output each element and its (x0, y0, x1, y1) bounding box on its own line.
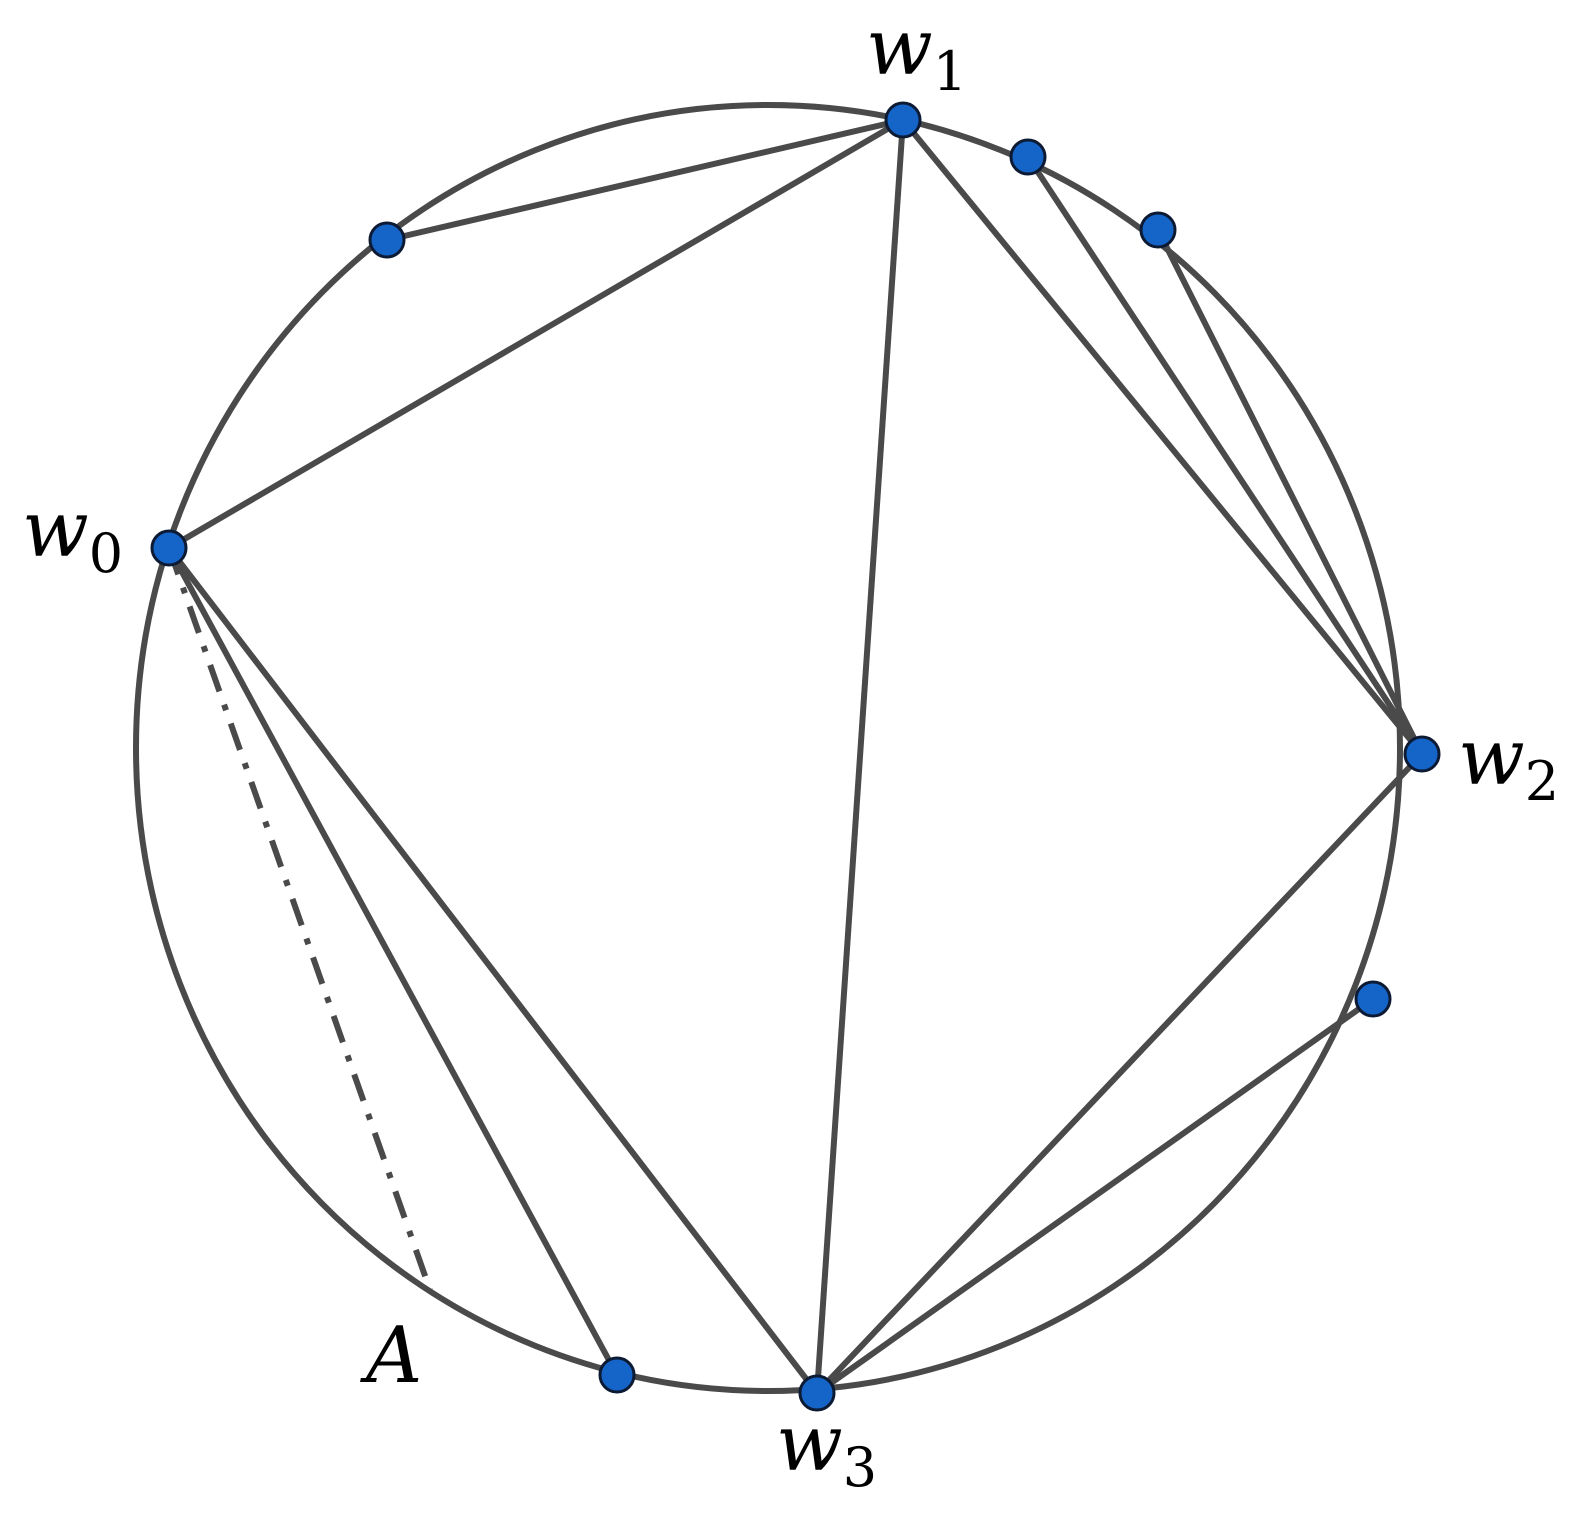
outer-circle (133, 102, 1403, 1394)
label-w1: w1 (866, 3, 967, 103)
label-A: A (360, 1311, 422, 1401)
vertex-w2 (1403, 735, 1441, 773)
vertex-upper-right-2 (1139, 211, 1177, 249)
chord-w0-w1 (166, 117, 906, 551)
label-w0-base: w (22, 485, 89, 575)
vertex-w3 (798, 1374, 836, 1412)
labels: w0 w1 w2 w3 A (22, 3, 1559, 1499)
chord-v4-w3 (814, 996, 1376, 1396)
label-w0-sub: 0 (89, 522, 123, 585)
chord-v2-w2 (1025, 154, 1425, 757)
vertex-upper-right-1 (1009, 138, 1047, 176)
label-w1-base: w (866, 3, 933, 93)
vertices (150, 101, 1441, 1412)
chord-w0-A-dashdot (166, 547, 433, 1291)
chord-w0-v5 (166, 545, 620, 1378)
chord-w1-w3 (814, 117, 906, 1396)
vertex-lower-right (1354, 980, 1392, 1018)
chords (166, 117, 1425, 1396)
chord-v3-w2 (1155, 227, 1425, 757)
label-w3-sub: 3 (843, 1436, 877, 1499)
label-w3-base: w (776, 1399, 843, 1489)
label-w0: w0 (22, 485, 123, 585)
vertex-upper-left (368, 221, 406, 259)
vertex-lower-left (598, 1356, 636, 1394)
chord-w1-w2 (900, 117, 1425, 757)
vertex-w1 (884, 101, 922, 139)
label-w2-sub: 2 (1525, 750, 1559, 813)
label-w3: w3 (776, 1399, 877, 1499)
vertex-w0 (150, 529, 188, 567)
label-w1-sub: 1 (933, 40, 967, 103)
label-w2-base: w (1458, 713, 1525, 803)
label-w2: w2 (1458, 713, 1559, 813)
chord-w0-w3 (166, 545, 820, 1396)
chord-v1-w1 (384, 117, 906, 243)
chord-w2-w3 (814, 751, 1425, 1396)
